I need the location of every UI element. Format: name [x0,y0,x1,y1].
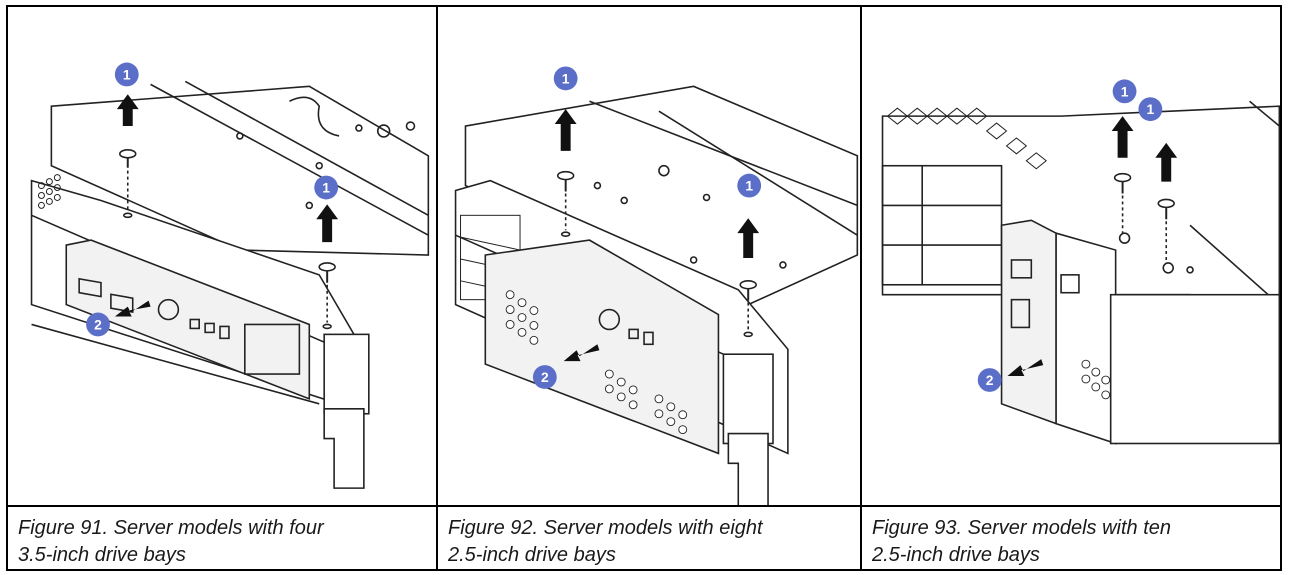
figure-93-cell: 1 1 2 Figure 93. Server models with ten … [860,7,1280,569]
callout-markers: 1 1 2 [977,79,1163,392]
callout-2-icon [532,365,557,389]
callout-1-a-icon [1112,79,1137,104]
callout-1-b-icon [314,175,339,200]
server-four-bays-drawing: 1 1 2 [30,62,430,489]
callout-1-b-icon [737,173,762,198]
callout-1-b-label: 1 [745,178,753,194]
callout-1-b-icon [1138,97,1163,122]
callout-markers: 1 1 2 [532,66,762,389]
callout-markers: 1 1 2 [86,62,339,337]
callout-1-b-label: 1 [322,180,330,196]
callout-1-a-label: 1 [1121,83,1129,99]
figure-91-cell: 1 1 2 Figure 91. Server models with four… [8,7,436,569]
server-eight-bays-drawing: 1 1 2 [454,66,859,505]
figure-91-caption: Figure 91. Server models with four 3.5-i… [18,517,324,566]
callout-2-icon [86,312,110,337]
callout-2-icon [977,368,1002,392]
figure-table: 1 1 2 Figure 91. Server models with four… [6,5,1282,571]
callout-2-label: 2 [94,316,102,332]
figure-92-cell: 1 1 2 Figure 92. Server models with eigh… [436,7,860,569]
callout-1-a-icon [114,62,139,87]
callout-1-a-icon [553,66,578,91]
figure-93-caption: Figure 93. Server models with ten 2.5-in… [872,517,1172,566]
figure-93-illustration: 1 1 2 [862,7,1280,507]
figure-91-illustration: 1 1 2 [8,7,436,507]
callout-1-a-label: 1 [562,70,570,86]
figure-92-illustration: 1 1 2 [438,7,860,507]
callout-2-label: 2 [986,372,994,388]
callout-1-b-label: 1 [1147,101,1155,117]
callout-2-label: 2 [541,369,549,385]
callout-1-a-label: 1 [123,66,131,82]
server-ten-bays-drawing: 1 1 2 [881,79,1280,445]
figure-92-caption: Figure 92. Server models with eight 2.5-… [448,517,763,566]
